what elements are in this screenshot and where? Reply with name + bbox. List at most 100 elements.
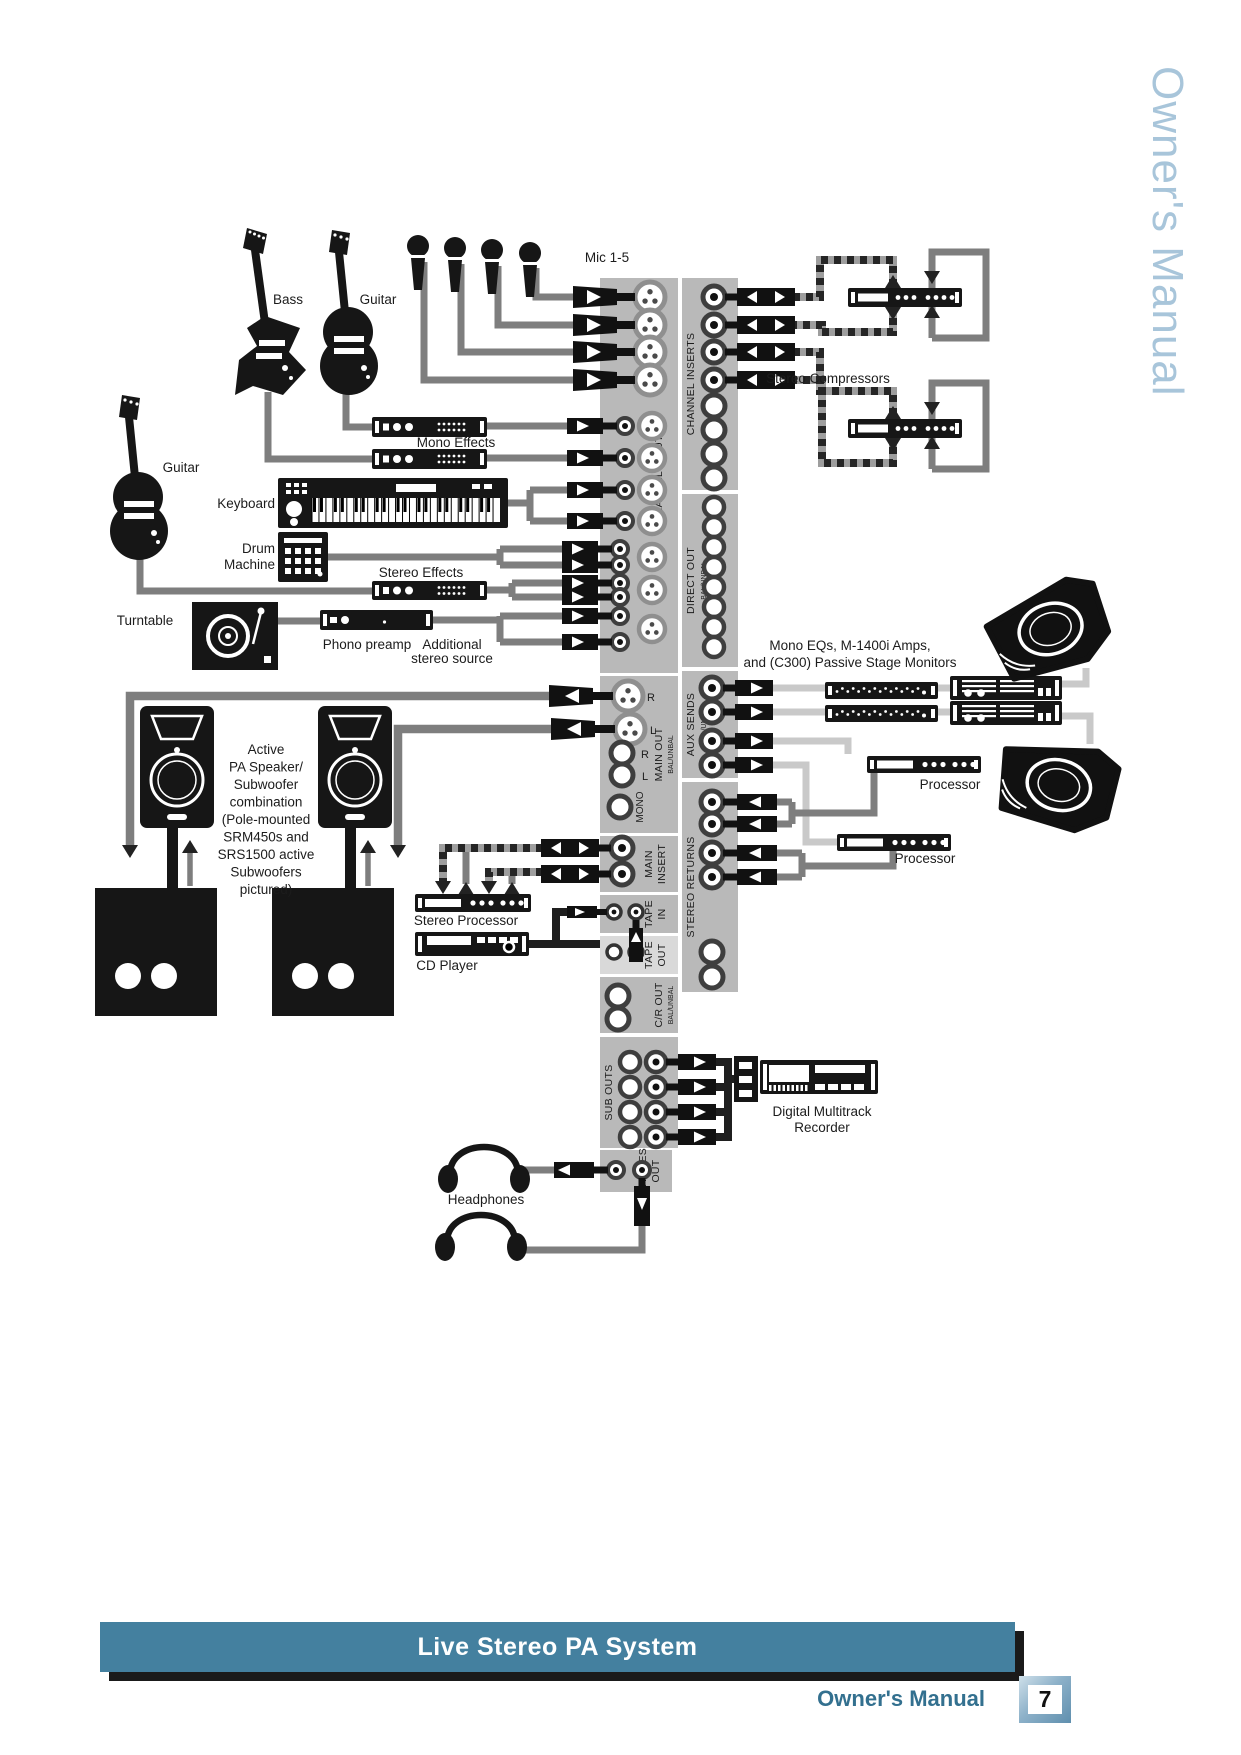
diagram-label: BAL/UNBAL — [668, 986, 675, 1025]
diagram-label: Headphones — [448, 1192, 525, 1207]
device-rack — [372, 449, 487, 469]
device-pole — [345, 828, 356, 890]
plug-jackIn — [562, 608, 612, 624]
device-rack — [848, 288, 962, 307]
flow-arrows — [122, 271, 940, 895]
jackP-connector — [698, 698, 726, 726]
plug-biR — [725, 288, 795, 306]
plug-xlr — [573, 286, 635, 308]
device-rack — [950, 701, 1062, 725]
ring-connector — [701, 554, 727, 580]
diagram-label: MONO — [635, 791, 646, 822]
diagram-label: Stereo Processor — [414, 913, 519, 928]
device-pole — [167, 828, 178, 890]
device-mic — [481, 239, 503, 294]
diagram-label: Mono Effects — [417, 435, 496, 450]
diagram-label: MAIN — [643, 850, 655, 877]
xlrS-connector — [636, 505, 668, 537]
phjackP-connector — [606, 1160, 626, 1180]
subjack-connector — [617, 1099, 643, 1125]
jackS-connector — [615, 416, 635, 436]
diagram-label: Keyboard — [217, 496, 275, 511]
device-phones — [438, 1143, 530, 1193]
plug-inR — [723, 869, 777, 885]
plug-up — [629, 920, 643, 962]
device-rack — [825, 705, 938, 722]
phjackP-connector — [632, 1160, 652, 1180]
xlrS-connector — [636, 474, 668, 506]
plug-jackIn — [562, 541, 612, 557]
plug-outR — [723, 733, 773, 749]
jackP-connector — [700, 338, 728, 366]
diagram-label: Stereo Compressors — [766, 371, 890, 386]
jackP-connector — [698, 839, 726, 867]
diagram-label: BAL/UNBAL — [701, 705, 708, 744]
jack-connector — [604, 1005, 632, 1033]
diagram-label: Guitar — [360, 292, 397, 307]
diagram-label: TAPE — [643, 900, 655, 928]
diagram-label: SRS1500 active — [218, 847, 315, 862]
device-drum — [278, 532, 328, 582]
device-rack — [848, 419, 962, 438]
subjackP-connector — [643, 1124, 669, 1150]
diagram-label: Digital Multitrack — [772, 1104, 871, 1119]
device-rack — [372, 417, 487, 437]
plug-jackIn — [567, 450, 617, 466]
diagram-label: Mono EQs, M-1400i Amps, — [769, 638, 930, 653]
diagram-label: Phono preamp — [323, 637, 412, 652]
device-phones — [435, 1211, 527, 1261]
xlr-connector — [610, 678, 646, 714]
plug-jackIn — [562, 589, 612, 605]
device-speaker — [318, 706, 392, 828]
subjack-connector — [617, 1124, 643, 1150]
ring-connector — [701, 514, 727, 540]
jackP-connector — [700, 283, 728, 311]
device-mic — [407, 235, 429, 290]
diagram-label: CD Player — [416, 958, 478, 973]
device-keyboard — [278, 478, 508, 528]
rca-connector — [605, 943, 623, 961]
diagram-label: STEREO RETURNS — [685, 836, 697, 937]
side-title: Owner's Manual — [1143, 66, 1192, 397]
jackP-connector — [700, 311, 728, 339]
device-wedge — [983, 576, 1112, 682]
diagram-label: Active — [248, 742, 285, 757]
diagram-label: pictured) — [240, 882, 293, 897]
diagram-label: Additional — [422, 637, 481, 652]
ring-connector — [701, 594, 727, 620]
jack-connector — [606, 793, 634, 821]
ring-connector — [701, 574, 727, 600]
diagram-label: BAL/UNBAL — [668, 735, 675, 774]
diagram-label: IN — [656, 908, 668, 919]
subjack-connector — [617, 1049, 643, 1075]
plug-biR — [725, 343, 795, 361]
jackS-connector — [615, 480, 635, 500]
plug-rcaIn — [567, 906, 607, 918]
device-rack — [825, 682, 938, 699]
diagram-label: Machine — [224, 557, 275, 572]
jackP-connector — [608, 834, 636, 862]
jack-connector — [700, 440, 728, 468]
jackP-connector — [698, 810, 726, 838]
ring-connector — [701, 614, 727, 640]
diagram-label: R — [641, 749, 649, 761]
diagram-label: Turntable — [117, 613, 174, 628]
plug-jackIn — [562, 575, 612, 591]
device-sub — [272, 888, 394, 1016]
plugs — [541, 286, 795, 1226]
xlrS-connector — [636, 613, 668, 645]
rcaP-connector — [605, 903, 623, 921]
device-rack — [415, 894, 531, 912]
plug-outR — [666, 1129, 716, 1145]
plug-down — [634, 1178, 650, 1226]
device-rack — [415, 932, 529, 956]
device-mic — [519, 242, 541, 297]
plug-xlrOut — [551, 718, 615, 740]
device-rack — [760, 1060, 878, 1094]
diagram-label: L — [650, 725, 656, 737]
ring-connector — [701, 634, 727, 660]
jackS-connector — [610, 539, 630, 559]
plug-inR — [723, 845, 777, 861]
device-guitar — [110, 395, 168, 560]
